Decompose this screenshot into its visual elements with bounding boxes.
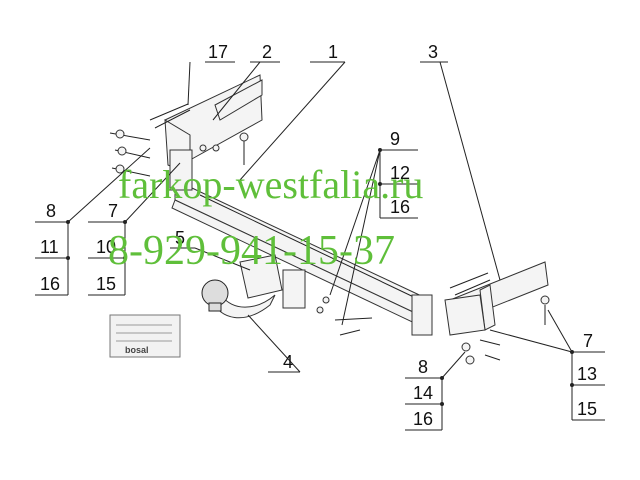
- callout-14: 14: [413, 383, 433, 403]
- callout-labels: 17 2 1 3 9 12 16 8 11 16 7 10 15 5 4 8 1…: [40, 42, 597, 429]
- tow-ball: [201, 279, 276, 319]
- callout-16b: 16: [40, 274, 60, 294]
- left-bracket: [164, 74, 263, 191]
- callout-15b: 15: [577, 399, 597, 419]
- callout-16c: 16: [413, 409, 433, 429]
- callout-3: 3: [428, 42, 438, 62]
- callout-10: 10: [96, 237, 116, 257]
- watermark-phone: 8-929-941-15-37: [108, 228, 395, 274]
- callout-7b: 7: [583, 331, 593, 351]
- rod-right: [454, 279, 491, 296]
- leader-lines: [35, 61, 605, 431]
- cross-beam: [171, 179, 431, 329]
- callout-15a: 15: [96, 274, 116, 294]
- socket-plate: [239, 254, 306, 309]
- callout-7a: 7: [108, 201, 118, 221]
- rod-17b: [149, 103, 189, 121]
- callout-9: 9: [390, 129, 400, 149]
- callout-2: 2: [262, 42, 272, 62]
- callout-1: 1: [328, 42, 338, 62]
- callout-13: 13: [577, 364, 597, 384]
- right-bracket: [411, 261, 549, 336]
- plate-brand: bosal: [125, 345, 149, 355]
- callout-12: 12: [390, 163, 410, 183]
- rod-17: [154, 109, 191, 129]
- rod-right-b: [449, 272, 489, 289]
- bosal-plate: bosal: [109, 314, 181, 358]
- watermark-site: farkop-westfalia.ru: [118, 162, 423, 207]
- callout-8a: 8: [46, 201, 56, 221]
- bolts: [109, 129, 550, 365]
- callout-8b: 8: [418, 357, 428, 377]
- callout-5: 5: [175, 228, 185, 248]
- callout-17: 17: [208, 42, 228, 62]
- callout-4: 4: [283, 352, 293, 372]
- callout-16a: 16: [390, 197, 410, 217]
- callout-11: 11: [40, 237, 59, 257]
